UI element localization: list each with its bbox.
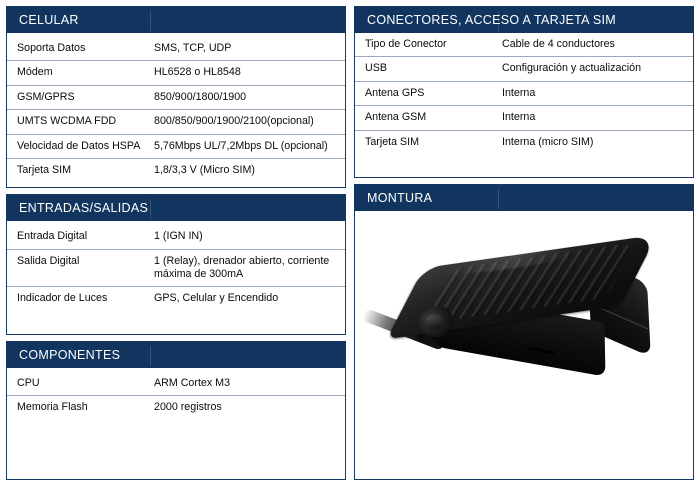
spec-table-celular: Soporta Datos SMS, TCP, UDP Módem HL6528… [7,33,345,187]
section-celular: CELULAR Soporta Datos SMS, TCP, UDP Móde… [6,6,346,189]
spec-key: Velocidad de Datos HSPA [7,134,150,159]
spec-value: 2000 registros [154,401,222,414]
section-componentes: COMPONENTES CPU ARM Cortex M3 Memoria Fl… [6,340,346,480]
table-row: Salida Digital 1 (Relay), drenador abier… [7,249,345,288]
section-header-celular: CELULAR [7,7,345,33]
spec-key: Soporta Datos [7,33,150,62]
spec-value: 1 (Relay), drenador abierto, corriente m… [150,249,345,288]
spec-table-conectores: Tipo de Conector Cable de 4 conductores … [355,33,693,159]
spec-key: Tipo de Conector [355,33,498,58]
left-column: CELULAR Soporta Datos SMS, TCP, UDP Móde… [6,6,346,480]
section-header-componentes: COMPONENTES [7,341,345,368]
spec-table-entradas-salidas: Entrada Digital 1 (IGN IN) Salida Digita… [7,221,345,316]
spec-key: Salida Digital [7,249,150,288]
spec-key: Antena GPS [355,81,498,107]
spec-value: 850/900/1800/1900 [150,85,345,111]
spec-table-componentes: CPU ARM Cortex M3 Memoria Flash 2000 reg… [7,367,345,420]
section-spacer [355,159,693,177]
spec-value: Cable de 4 conductores [498,33,693,58]
section-header-montura: MONTURA [355,184,693,211]
table-row: Indicador de Luces GPS, Celular y Encend… [7,287,345,316]
table-row: CPU ARM Cortex M3 [7,367,345,397]
spec-value: GPS, Celular y Encendido [154,292,279,305]
table-row: Memoria Flash 2000 registros [7,396,345,420]
spec-value: SMS, TCP, UDP [150,33,345,62]
spec-value: Interna [498,105,693,131]
table-row: GSM/GPRS 850/900/1800/1900 [7,85,345,111]
spec-value: 1 (IGN IN) [150,221,345,250]
spec-value: 5,76Mbps UL/7,2Mbps DL (opcional) [150,134,345,159]
spec-key: Memoria Flash [17,401,88,414]
spec-key: Indicador de Luces [17,292,108,305]
table-row: Antena GPS Interna [355,81,693,107]
spec-key: GSM/GPRS [7,85,150,111]
spec-key: USB [355,56,498,82]
spec-key: CPU [7,367,150,397]
spec-value: 800/850/900/1900/2100(opcional) [150,109,345,135]
table-row: Antena GSM Interna [355,105,693,131]
spec-value: ARM Cortex M3 [150,367,345,397]
table-row: Tipo de Conector Cable de 4 conductores [355,33,693,58]
table-row: Módem HL6528 o HL8548 [7,60,345,86]
section-montura: MONTURA [354,183,694,480]
table-row: Entrada Digital 1 (IGN IN) [7,221,345,250]
table-row: Tarjeta SIM Interna (micro SIM) [355,130,693,159]
spec-key: Módem [7,60,150,86]
section-header-entradas-salidas: ENTRADAS/SALIDAS [7,195,345,222]
spec-value: Interna [498,81,693,107]
table-row: Tarjeta SIM 1,8/3,3 V (Micro SIM) [7,158,345,187]
gps-tracker-device-image [361,234,663,395]
spec-value: Configuración y actualización [498,56,693,82]
section-entradas-salidas: ENTRADAS/SALIDAS Entrada Digital 1 (IGN … [6,194,346,335]
spec-key: Tarjeta SIM [17,163,72,176]
table-row: UMTS WCDMA FDD 800/850/900/1900/2100(opc… [7,109,345,135]
table-row: Velocidad de Datos HSPA 5,76Mbps UL/7,2M… [7,134,345,159]
right-column: CONECTORES, ACCESO A TARJETA SIM Tipo de… [354,6,694,480]
spec-value: HL6528 o HL8548 [150,60,345,86]
spec-value: Interna (micro SIM) [502,135,594,148]
spec-key: Antena GSM [355,105,498,131]
product-photo [355,210,693,479]
table-row: USB Configuración y actualización [355,56,693,82]
section-spacer [7,420,345,454]
spec-key: Entrada Digital [7,221,150,250]
section-header-conectores: CONECTORES, ACCESO A TARJETA SIM [355,7,693,33]
section-conectores: CONECTORES, ACCESO A TARJETA SIM Tipo de… [354,6,694,178]
table-row: Soporta Datos SMS, TCP, UDP [7,33,345,62]
spec-key: Tarjeta SIM [365,135,420,148]
spec-value: 1,8/3,3 V (Micro SIM) [154,163,255,176]
spec-key: UMTS WCDMA FDD [7,109,150,135]
section-spacer [7,316,345,334]
